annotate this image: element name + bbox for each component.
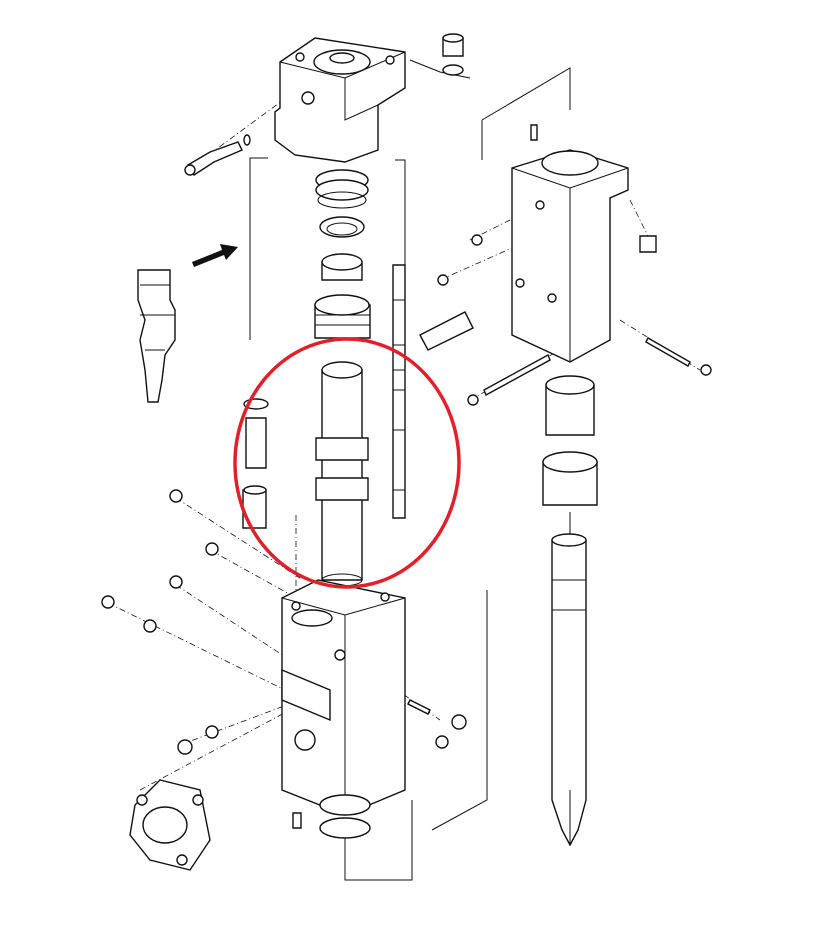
highlight-circle bbox=[233, 337, 461, 589]
valve-rod bbox=[392, 264, 406, 519]
cylinder-body bbox=[281, 579, 406, 816]
side-bolts bbox=[101, 489, 467, 755]
pins bbox=[419, 234, 712, 406]
back-head bbox=[274, 37, 406, 163]
bushings bbox=[542, 375, 598, 506]
plug-bolt bbox=[184, 134, 251, 176]
front-seals bbox=[292, 794, 371, 839]
piston bbox=[315, 361, 369, 587]
section-detail bbox=[137, 269, 176, 403]
accumulator-cover bbox=[129, 779, 211, 871]
arrow-icon bbox=[192, 244, 238, 267]
control-valve bbox=[242, 398, 269, 529]
nut-and-washer bbox=[442, 33, 464, 76]
chisel bbox=[551, 533, 587, 847]
seal-stack bbox=[314, 169, 371, 339]
front-head bbox=[511, 124, 657, 363]
